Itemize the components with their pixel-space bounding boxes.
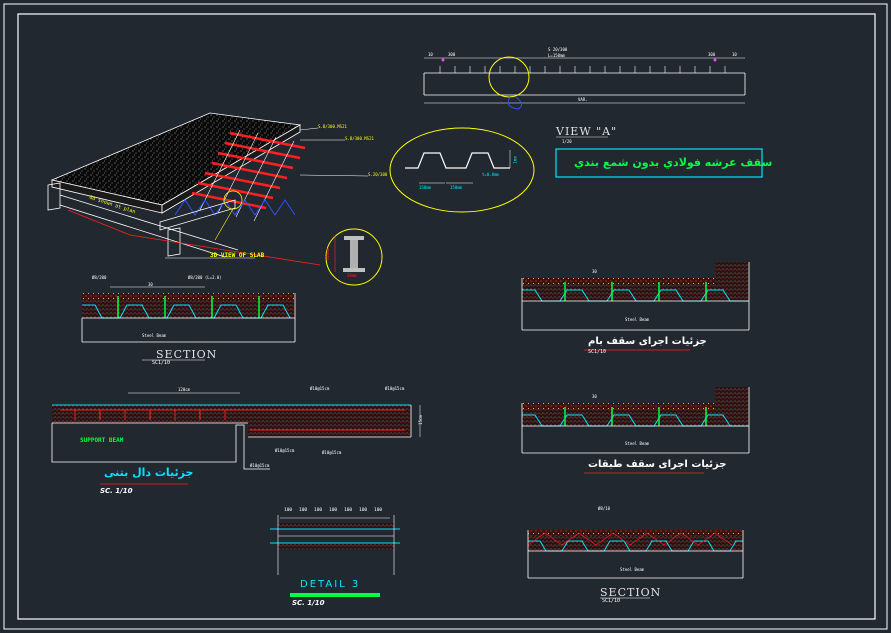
support-beam-dim-top: 120cm — [178, 387, 191, 392]
right-section-scale: SC1/10 — [602, 598, 621, 604]
support-beam-detail — [51, 392, 421, 485]
right-section-title: SECTION — [600, 586, 662, 599]
right-detail-2-dim: 30 — [592, 394, 597, 399]
right-detail-2-title: جزئيات اجراى سقف طبقات — [588, 459, 727, 470]
stud-height: 110mm — [325, 247, 331, 261]
view-a-detail — [389, 127, 763, 213]
view-3d-slab — [47, 112, 369, 266]
view-3d-title: 3D VIEW OF SLAB — [210, 252, 265, 259]
detail-3-title: DETAIL 3 — [300, 579, 361, 590]
right-detail-1-dim: 30 — [592, 269, 597, 274]
detail-3-dim-6: 100 — [359, 508, 368, 513]
section-left-scale: SC1/10 — [152, 360, 171, 366]
support-beam-note-5: Ø10@15cm — [250, 463, 270, 468]
detail-3-dim-1: 100 — [284, 508, 293, 513]
right-detail-1-steel-beam: Steel Beam — [625, 317, 650, 322]
support-beam-scale: SC. 1/10 — [100, 487, 133, 495]
view-a-dim-2: 150mm — [450, 185, 463, 190]
detail-3-scale: SC. 1/10 — [292, 599, 325, 607]
support-beam-dim-side: 15cm — [417, 415, 423, 425]
top-beam-callout: S 20/300 — [548, 47, 568, 52]
top-beam-length: L=150mm — [548, 53, 565, 58]
support-beam-label: SUPPORT BEAM — [80, 437, 124, 444]
section-left-note-1: Ø8/200 (L=2.0) — [188, 275, 222, 280]
detail-3-dim-5: 100 — [344, 508, 353, 513]
top-beam-bottom-dim: VAR. — [578, 97, 588, 102]
view-3d-callout-3: S.20/300 — [368, 172, 388, 177]
top-beam-dim-right-1: 300 — [708, 52, 716, 57]
right-detail-1-title: جزئيات اجراى سقف بام — [588, 336, 707, 347]
right-section-note: Ø8/10 — [598, 506, 611, 511]
top-beam-elevation — [423, 56, 746, 110]
detail-3-dim-3: 100 — [314, 508, 323, 513]
view-3d-callout-1: S.B/300.MS21 — [318, 124, 347, 129]
support-beam-title: جزئيات دال بتنى — [104, 466, 194, 479]
view-a-dim-1: 150mm — [419, 185, 432, 190]
stud-width: 20mm — [347, 273, 357, 278]
detail-3-dim-2: 100 — [299, 508, 308, 513]
view-a-dim-3: 1mm — [512, 156, 518, 164]
detail-3 — [270, 515, 400, 597]
section-left-dim-1: 30 — [148, 282, 153, 287]
right-section — [527, 530, 744, 599]
top-beam-dim-left-2: 300 — [448, 52, 456, 57]
view-a-title: VIEW "A" — [556, 125, 618, 138]
support-beam-note-4: Ø10@15cm — [322, 450, 342, 455]
view-a-dim-4: t=0.8mm — [482, 172, 499, 177]
support-beam-note-1: Ø10@15cm — [310, 386, 330, 391]
detail-3-dim-7: 100 — [374, 508, 383, 513]
right-detail-1-scale: SC1/10 — [588, 349, 607, 355]
support-beam-note-3: Ø10@15cm — [275, 448, 295, 453]
right-detail-2 — [521, 387, 750, 474]
top-beam-dim-right-2: 10 — [732, 52, 737, 57]
section-left-steel-beam: Steel Beam — [142, 333, 167, 338]
top-beam-dim-left-1: 10 — [428, 52, 433, 57]
section-left — [81, 286, 296, 361]
stud-detail — [325, 228, 383, 286]
inner-frame — [17, 13, 876, 620]
right-detail-1 — [521, 262, 750, 351]
view-3d-callout-2: S.B/300.MS21 — [345, 136, 374, 141]
persian-title-box-text: سقف عرشه فولادي بدون شمع بندي — [574, 156, 773, 169]
right-section-steel-beam: Steel Beam — [620, 567, 645, 572]
right-detail-2-steel-beam: Steel Beam — [625, 441, 650, 446]
section-left-title: SECTION — [156, 348, 218, 361]
outer-frame — [3, 3, 888, 630]
support-beam-note-2: Ø10@15cm — [385, 386, 405, 391]
view-a-scale: 1/20 — [562, 139, 572, 144]
section-left-note-2: Ø8/200 — [92, 275, 107, 280]
detail-3-dim-4: 100 — [329, 508, 338, 513]
